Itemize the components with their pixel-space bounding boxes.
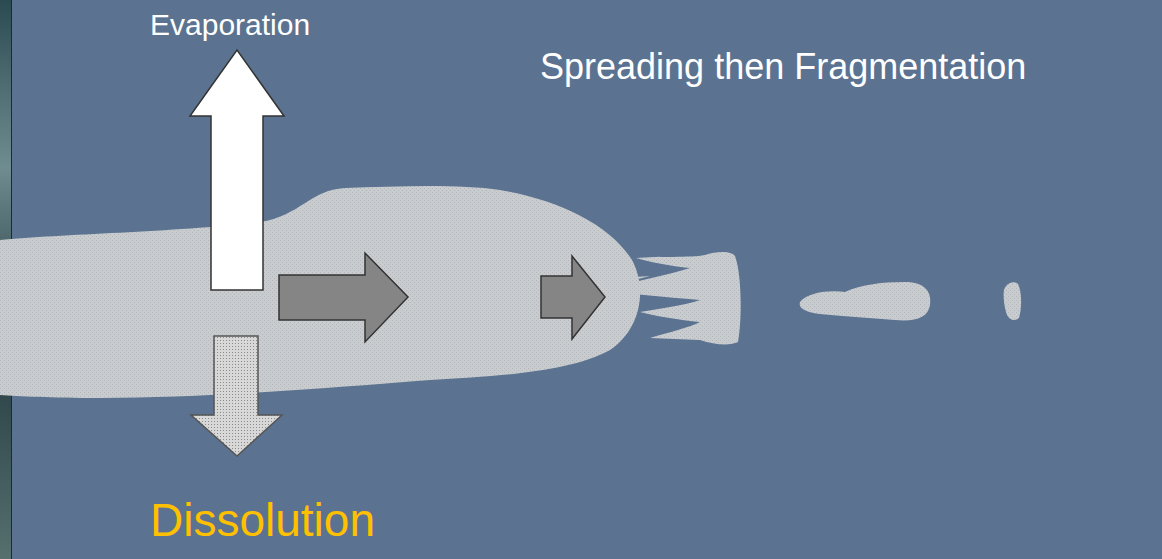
oil-slick (0, 186, 640, 398)
slick-fragment (618, 276, 650, 283)
slick-fragment (800, 282, 931, 320)
spreading-arrow (541, 256, 605, 339)
slick-fragment (1004, 282, 1022, 320)
evaporation-arrow (190, 50, 284, 290)
spreading-arrow (279, 253, 408, 342)
process-label: Spreading then Fragmentation (540, 46, 1026, 87)
dissolution-arrow (191, 336, 282, 456)
process-label: Evaporation (150, 8, 310, 43)
slick-fragment (616, 252, 741, 344)
highlight-label: Dissolution (150, 494, 375, 547)
